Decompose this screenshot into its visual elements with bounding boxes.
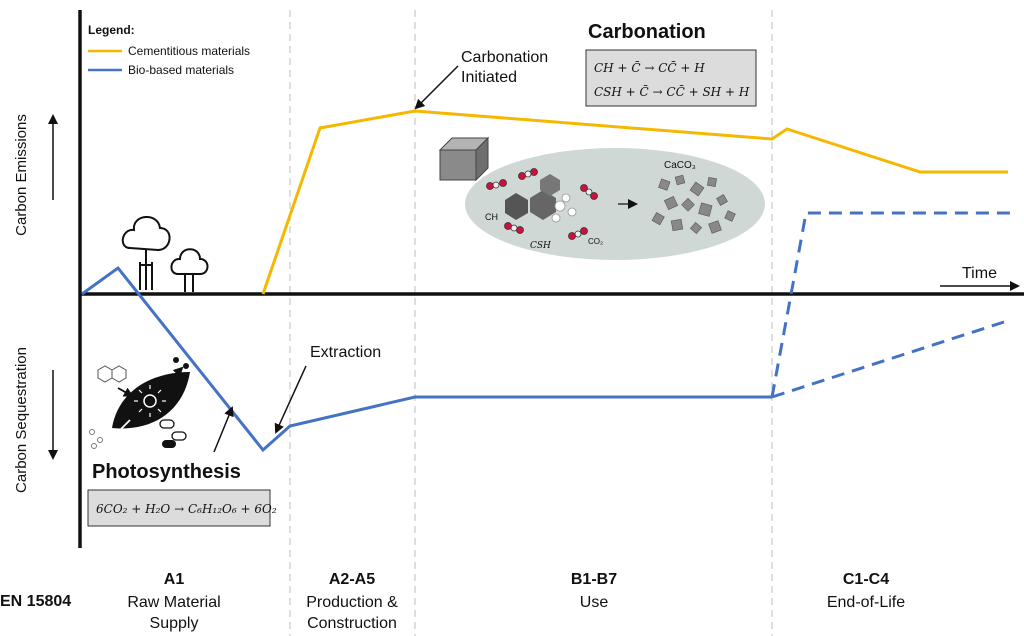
stage-b1b7-line1: Use <box>580 594 609 611</box>
carbonation-initiated-arrow <box>414 65 459 110</box>
standard-label: EN 15804 <box>0 593 71 610</box>
cement-emissions-line <box>261 109 1008 295</box>
stage-c1c4-code: C1-C4 <box>843 571 889 588</box>
photosynthesis-equation-box <box>87 489 271 527</box>
concrete-cube-icon <box>438 136 490 182</box>
carbonation-equation-box <box>585 49 757 107</box>
bio-emissions-line <box>81 265 772 453</box>
stage-b1b7-code: B1-B7 <box>571 571 617 588</box>
photosynthesis-arrow <box>213 406 234 453</box>
microstructure-illustration: CH CSH CO₂ CaCO₃ <box>465 148 765 260</box>
stage-a1-line1: Raw Material <box>127 594 220 611</box>
caco3-label: CaCO₃ <box>664 160 696 171</box>
photosynthesis-title: Photosynthesis <box>92 461 241 483</box>
stage-labels: EN 15804 A1 Raw Material Supply A2-A5 Pr… <box>0 571 905 632</box>
stage-a2a5-code: A2-A5 <box>329 571 375 588</box>
y-upper-label: Carbon Emissions <box>13 114 30 236</box>
legend: Legend: Cementitious materials Bio-based… <box>88 23 250 77</box>
carbonation-initiated-line1: Carbonation <box>461 49 548 66</box>
bio-eol-release-line <box>770 211 1012 398</box>
carbonation-title: Carbonation <box>588 21 706 43</box>
photosynthesis-equation: 6CO₂ + H₂O → C₆H₁₂O₆ + 6O₂ <box>96 502 277 516</box>
y-lower-label: Carbon Sequestration <box>13 347 30 493</box>
leaf-photosynthesis-icon <box>89 357 190 449</box>
carbonation-equation-2: CSH + C̄ → CC̄ + SH + H <box>594 84 750 99</box>
ch-label: CH <box>485 212 498 222</box>
legend-label-bio: Bio-based materials <box>128 63 234 77</box>
carbonation-initiated-line2: Initiated <box>461 69 517 86</box>
extraction-label: Extraction <box>310 344 381 361</box>
time-label: Time <box>962 265 997 282</box>
legend-title: Legend: <box>88 23 135 37</box>
trees-icon <box>121 216 209 292</box>
stage-c1c4-line1: End-of-Life <box>827 594 905 611</box>
bio-eol-storage-line <box>771 320 1005 399</box>
stage-a1-line2: Supply <box>150 615 199 632</box>
csh-label: CSH <box>530 241 551 251</box>
stage-a2a5-line1: Production & <box>306 594 398 611</box>
stage-dividers <box>289 10 773 636</box>
legend-label-cement: Cementitious materials <box>128 44 250 58</box>
stage-a1-code: A1 <box>164 571 185 588</box>
carbonation-equation-1: CH + C̄ → CC̄ + H <box>594 60 705 75</box>
extraction-arrow <box>274 365 307 434</box>
co2-label: CO₂ <box>588 237 603 246</box>
stage-a2a5-line2: Construction <box>307 615 397 632</box>
